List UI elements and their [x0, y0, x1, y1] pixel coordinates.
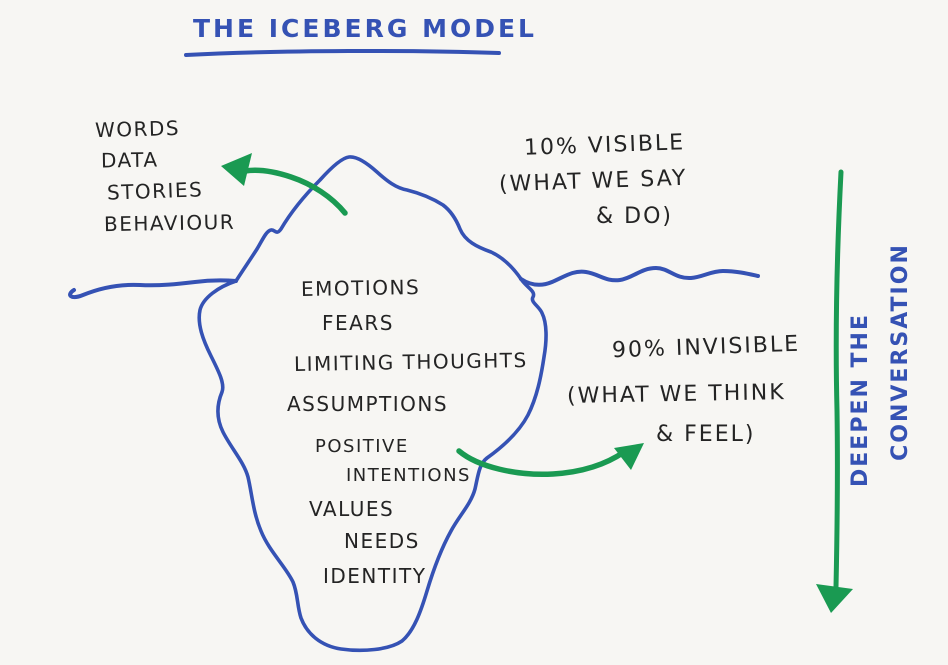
iceberg-label-values: VALUES	[309, 497, 395, 521]
visible-note-line1: 10% VISIBLE	[523, 130, 686, 161]
waterline-left	[68, 278, 238, 300]
diagram-title: THE ICEBERG MODEL	[193, 14, 537, 43]
arrow-to-surface-icon	[221, 153, 348, 216]
iceberg-label-fears: FEARS	[322, 311, 394, 335]
side-note-deepen-the: DEEPEN THE	[848, 313, 873, 487]
side-note-conversation: CONVERSATION	[888, 243, 913, 461]
surface-label-stories: STORIES	[106, 177, 204, 205]
iceberg-label-positive: POSITIVE	[315, 436, 409, 457]
iceberg-label-limiting-thoughts: LIMITING THOUGHTS	[293, 347, 528, 377]
iceberg-label-emotions: EMOTIONS	[300, 274, 421, 302]
surface-label-data: DATA	[100, 147, 159, 173]
iceberg-outline-icon	[197, 155, 548, 653]
invisible-note-line2: (WHAT WE THINK	[566, 380, 786, 409]
deepen-arrow-icon	[816, 169, 853, 613]
iceberg-label-needs: NEEDS	[344, 529, 420, 553]
invisible-note-line3: & FEEL)	[656, 422, 756, 447]
surface-label-behaviour: BEHAVIOUR	[103, 209, 236, 237]
waterline-right	[519, 265, 760, 287]
iceberg-label-assumptions: ASSUMPTIONS	[287, 392, 449, 416]
iceberg-label-intentions: INTENTIONS	[346, 465, 471, 486]
title-underline	[184, 48, 501, 57]
iceberg-label-identity: IDENTITY	[323, 564, 427, 588]
surface-label-words: WORDS	[94, 115, 181, 143]
arrow-to-depth-icon	[456, 443, 644, 478]
visible-note-line3: & DO)	[596, 204, 673, 229]
